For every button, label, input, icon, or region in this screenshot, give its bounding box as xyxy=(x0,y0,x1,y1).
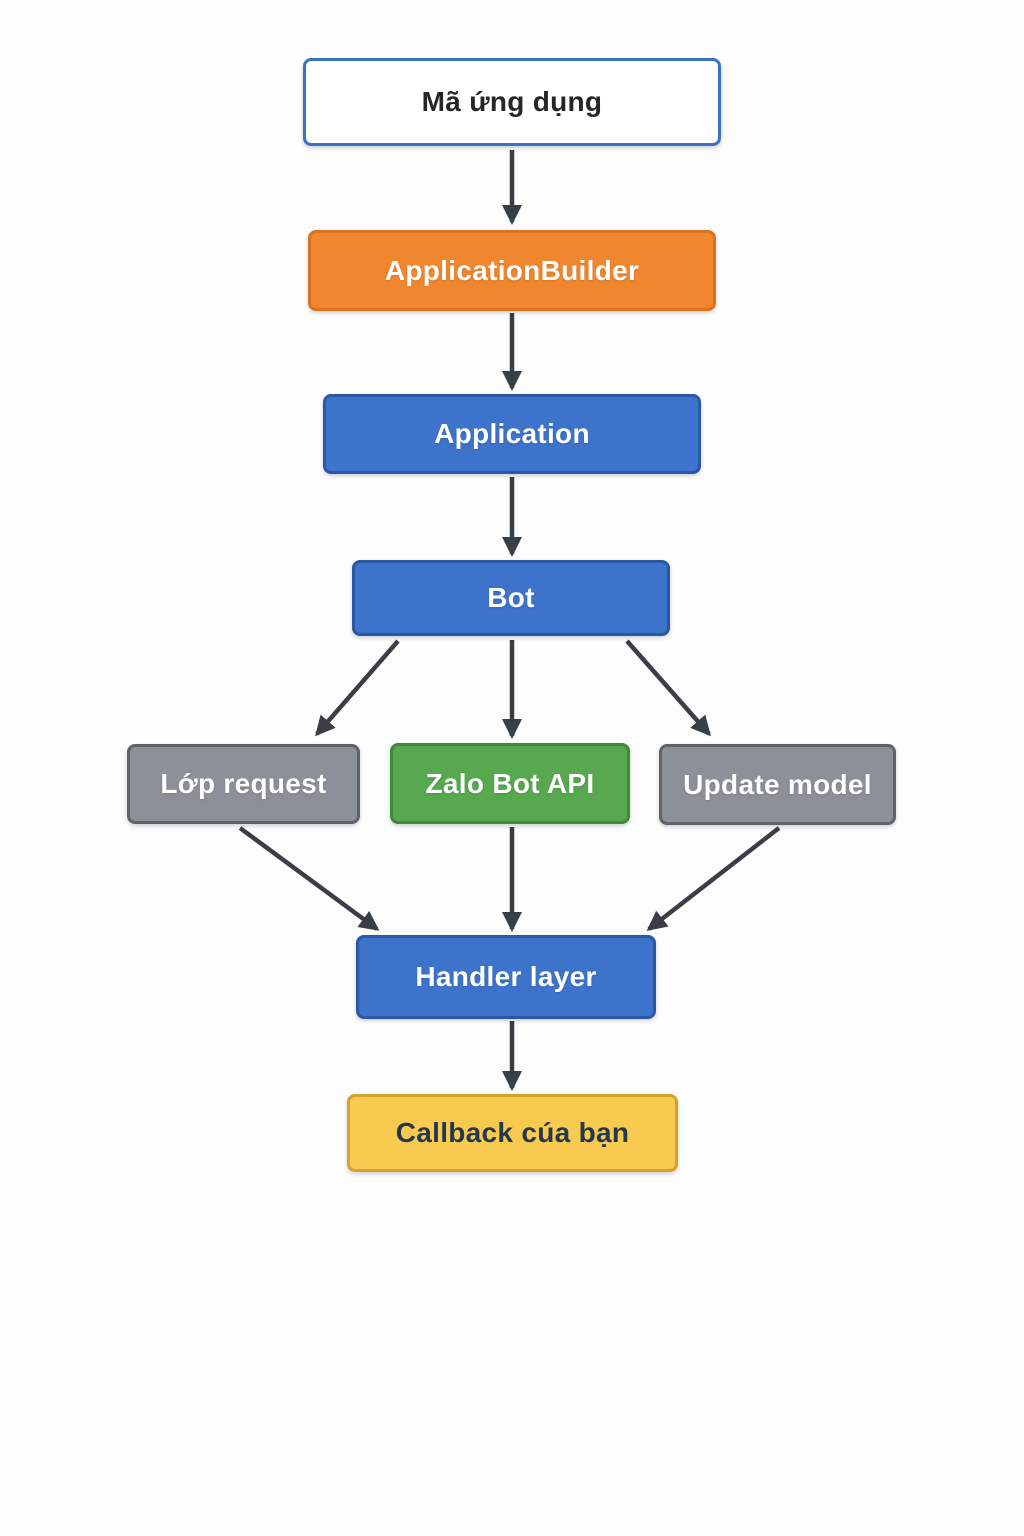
node-application-builder: ApplicationBuilder xyxy=(308,230,716,311)
node-zalo-bot-api: Zalo Bot API xyxy=(390,743,630,824)
arrow-bot-to-update-model xyxy=(625,639,711,737)
node-bot: Bot xyxy=(352,560,670,636)
arrow-lop-request-to-handler-layer xyxy=(238,826,380,931)
arrow-bot-to-lop-request xyxy=(315,639,400,737)
node-handler-layer-label: Handler layer xyxy=(415,961,597,992)
node-callback-cua-ban-label: Callback cúa bạn xyxy=(395,1117,630,1148)
node-application-label: Application xyxy=(434,418,590,449)
node-handler-layer: Handler layer xyxy=(356,935,656,1019)
node-lop-request: Lớp request xyxy=(127,744,360,824)
node-ma-ung-dung: Mã ứng dụng xyxy=(303,58,721,146)
node-callback-cua-ban: Callback cúa bạn xyxy=(347,1094,678,1172)
node-bot-label: Bot xyxy=(487,582,535,613)
node-application-builder-label: ApplicationBuilder xyxy=(384,254,640,286)
node-lop-request-label: Lớp request xyxy=(160,768,327,799)
node-application: Application xyxy=(323,394,701,474)
node-update-model-label: Update model xyxy=(683,768,872,800)
node-ma-ung-dung-label: Mã ứng dụng xyxy=(421,86,603,117)
arrow-update-model-to-handler-layer xyxy=(646,826,781,931)
node-update-model: Update model xyxy=(659,744,896,825)
node-zalo-bot-api-label: Zalo Bot API xyxy=(425,767,595,799)
